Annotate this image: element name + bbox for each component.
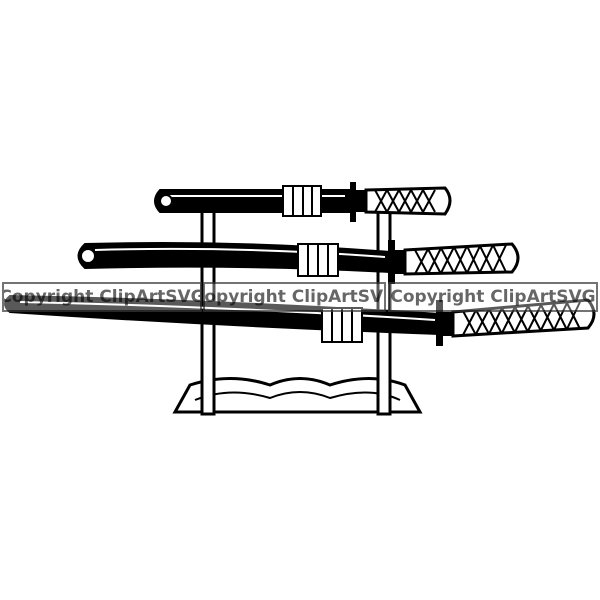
scabbard-bottom <box>4 294 441 336</box>
stand-post-right <box>376 190 392 416</box>
sword-top <box>154 182 452 222</box>
handle-top <box>364 186 452 216</box>
sword-middle <box>77 240 520 284</box>
sword-bottom <box>4 294 596 346</box>
scabbard-middle <box>77 242 391 274</box>
